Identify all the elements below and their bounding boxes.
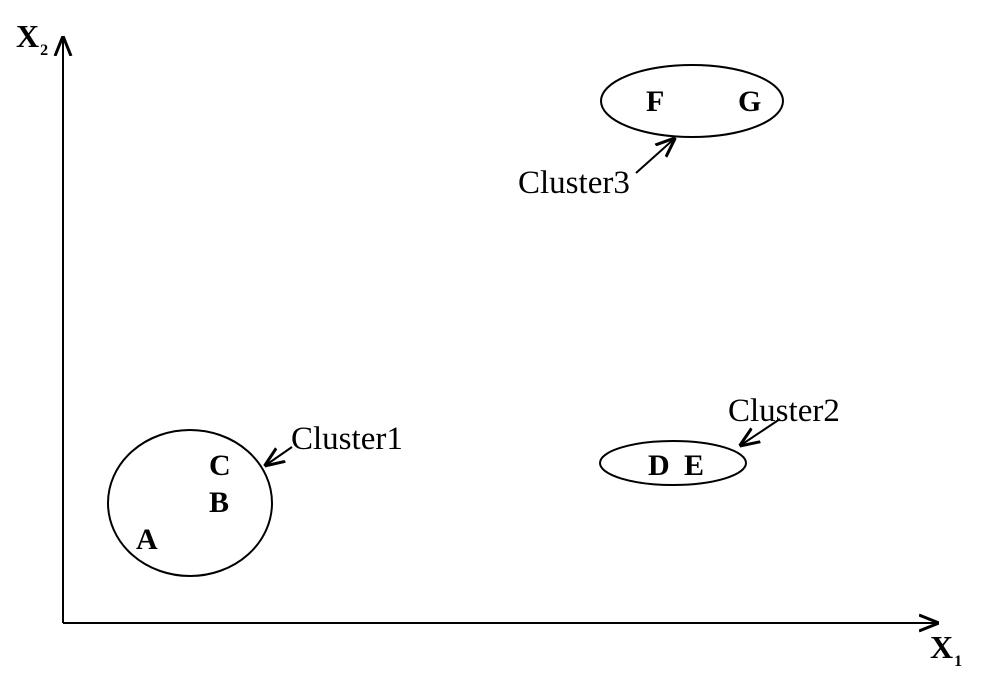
- x-axis-label: X1: [930, 629, 962, 670]
- point-d: D: [648, 449, 670, 482]
- cluster2-pointer-arrow: [741, 418, 781, 445]
- cluster2-boundary: [599, 440, 747, 486]
- point-a: A: [136, 523, 158, 556]
- cluster3-pointer-arrow: [635, 139, 674, 174]
- point-b: B: [209, 486, 229, 519]
- cluster3-group: F G Cluster3: [518, 64, 784, 201]
- cluster2-label: Cluster2: [728, 393, 840, 429]
- cluster3-label: Cluster3: [518, 165, 630, 201]
- cluster1-boundary: [107, 429, 273, 577]
- point-f: F: [646, 85, 664, 118]
- y-axis-label: X2: [16, 18, 48, 59]
- cluster3-boundary: [600, 64, 784, 138]
- point-c: C: [209, 449, 231, 482]
- cluster1-group: C B A Cluster1: [107, 421, 403, 577]
- cluster1-pointer-arrow: [266, 446, 293, 465]
- cluster1-label: Cluster1: [291, 421, 403, 457]
- point-e: E: [684, 449, 704, 482]
- cluster2-group: D E Cluster2: [599, 393, 840, 486]
- point-g: G: [738, 85, 761, 118]
